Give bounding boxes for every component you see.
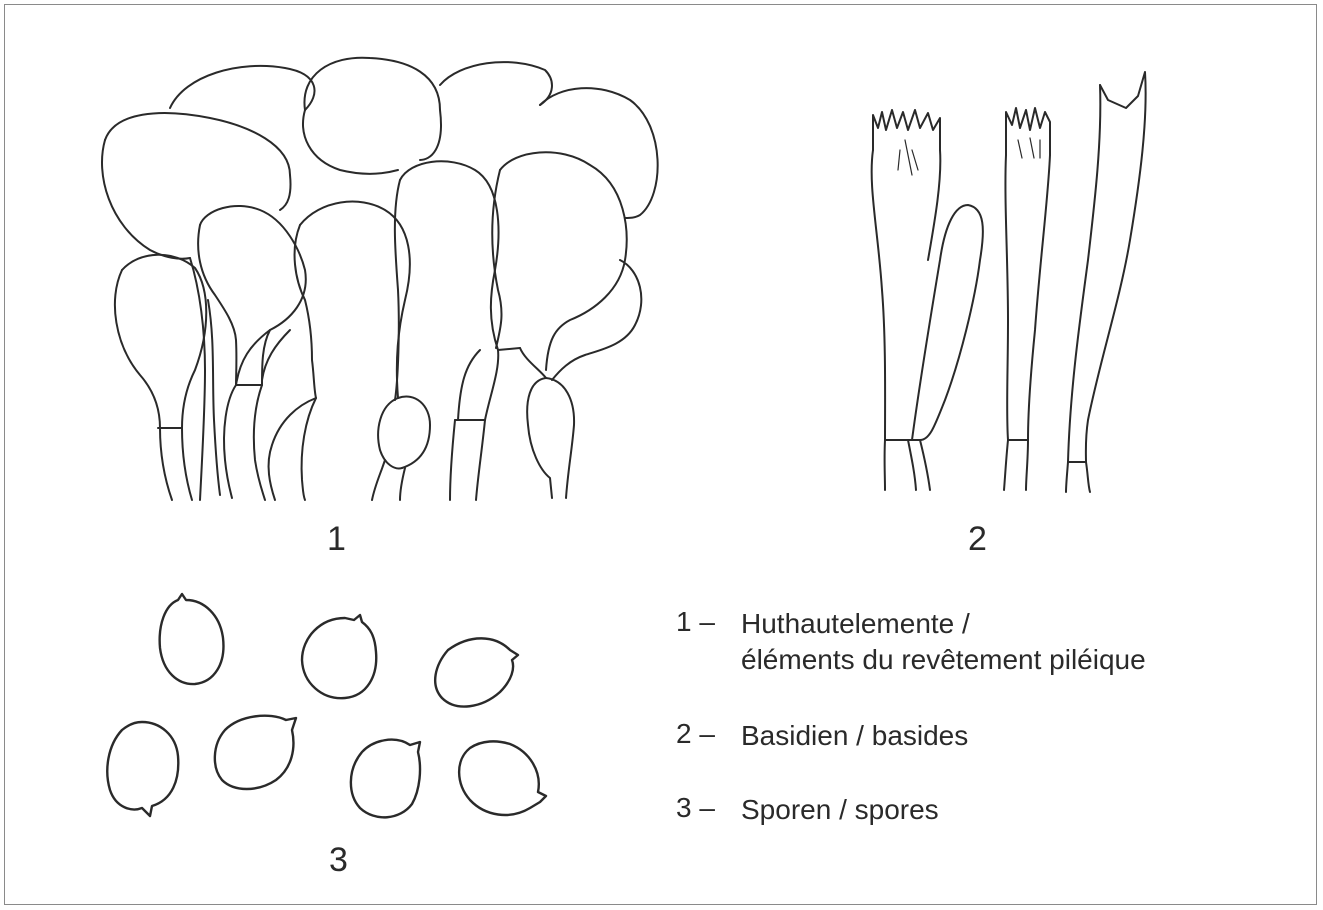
pileipellis-elements-drawing bbox=[102, 58, 658, 500]
legend-line-1b: éléments du revêtement piléique bbox=[741, 642, 1146, 678]
legend-number-2: 2 – bbox=[676, 718, 736, 750]
legend-line-1a: Huthautelemente / bbox=[741, 606, 970, 642]
figure-number-3: 3 bbox=[329, 843, 348, 877]
legend-number-1: 1 – bbox=[676, 606, 736, 638]
legend-number-3: 3 – bbox=[676, 792, 736, 824]
figure-number-2: 2 bbox=[968, 522, 987, 556]
basidia-drawing bbox=[872, 72, 1146, 492]
figure-number-1: 1 bbox=[327, 522, 346, 556]
spores-drawing bbox=[107, 594, 546, 817]
legend-line-2: Basidien / basides bbox=[741, 718, 968, 754]
legend-line-3: Sporen / spores bbox=[741, 792, 939, 828]
